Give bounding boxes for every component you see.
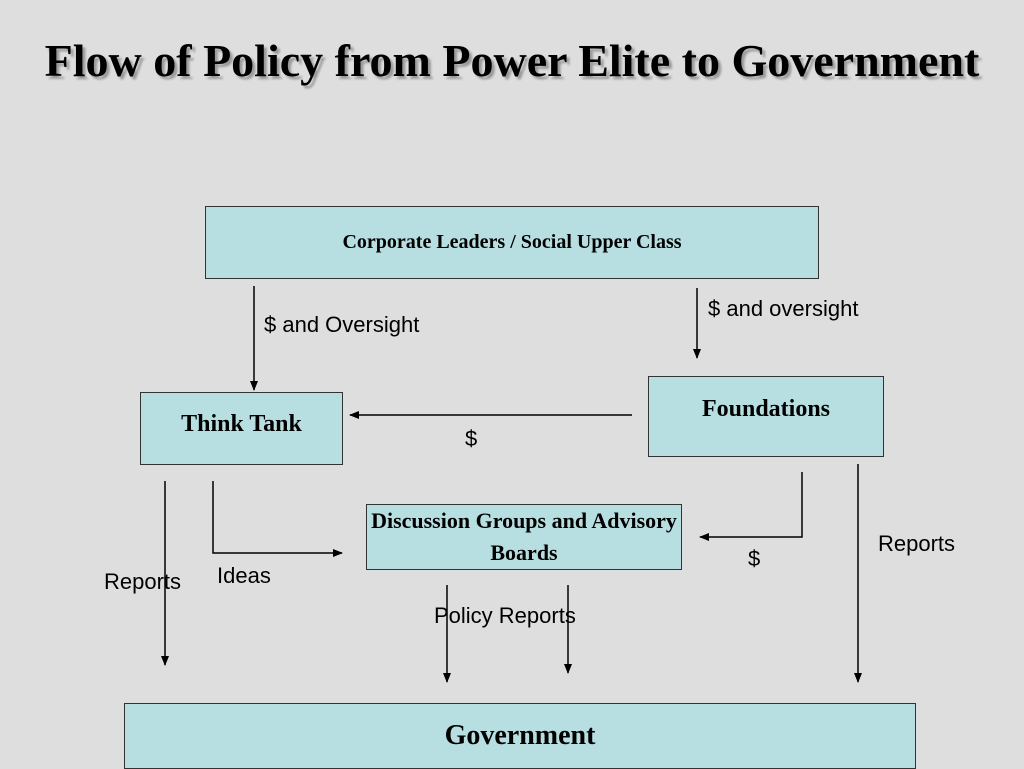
arrow-think-to-disc — [212, 481, 343, 557]
node-corporate-leaders: Corporate Leaders / Social Upper Class — [205, 206, 819, 279]
node-label: Corporate Leaders / Social Upper Class — [342, 231, 682, 253]
edge-label-think-to-disc: Ideas — [217, 563, 271, 588]
edge-label-found-to-disc: $ — [748, 546, 761, 571]
node-foundations: Foundations — [648, 376, 884, 457]
edge-label-found-to-think: $ — [465, 426, 478, 451]
edge-label-corp-to-found: $ and oversight — [708, 296, 859, 321]
edge-label-corp-to-think: $ and Oversight — [264, 312, 420, 337]
node-label: Discussion Groups and Advisory Boards — [371, 508, 677, 565]
node-label: Think Tank — [181, 411, 302, 437]
edge-label-found-to-gov: Reports — [878, 531, 956, 556]
edge-label-disc-to-gov: Policy Reports — [434, 603, 576, 628]
arrow-found-to-disc — [699, 472, 803, 541]
node-government: Government — [124, 703, 916, 769]
edge-label-think-to-gov: Reports — [104, 569, 182, 594]
page-title: Flow of Policy from Power Elite to Gover… — [44, 35, 980, 86]
node-label: Government — [444, 720, 596, 751]
node-label: Foundations — [701, 396, 831, 422]
node-discussion-groups: Discussion Groups and Advisory Boards — [366, 504, 682, 570]
node-think-tank: Think Tank — [140, 392, 343, 465]
